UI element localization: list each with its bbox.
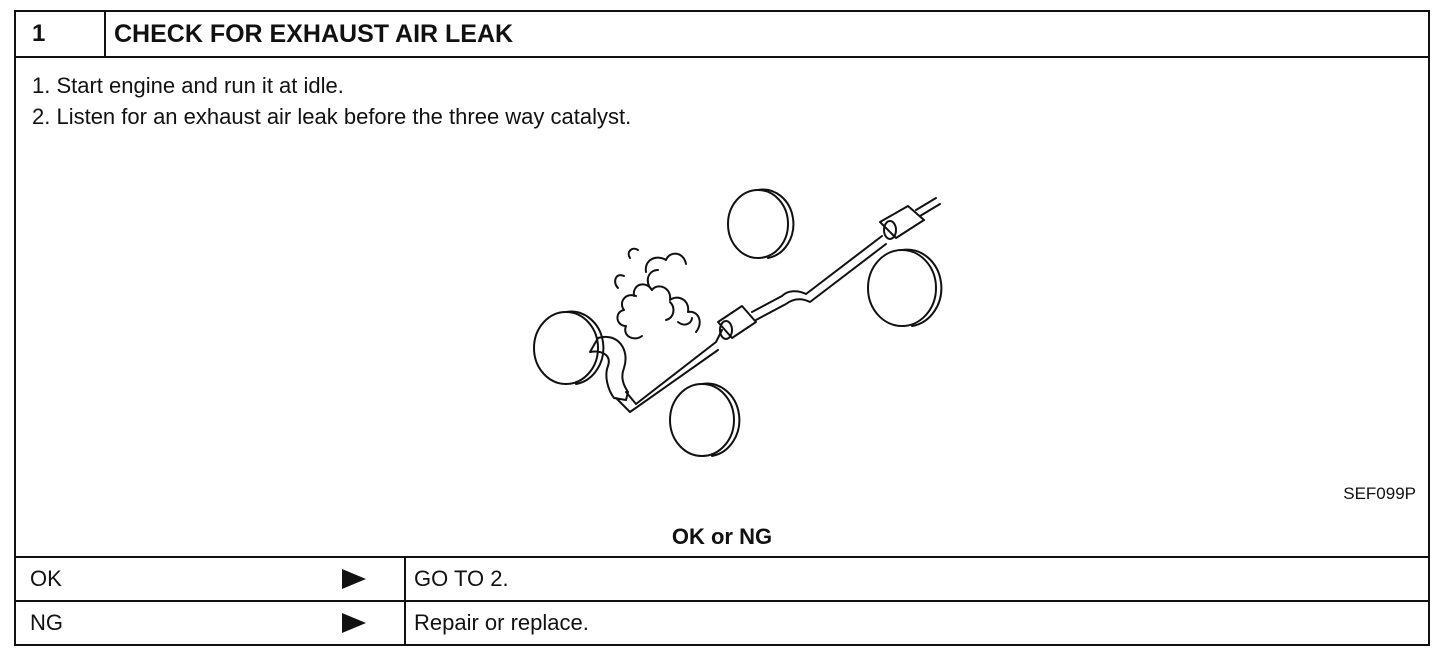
wheel-icon <box>727 188 795 259</box>
inspection-procedure-table: 1 CHECK FOR EXHAUST AIR LEAK 1. Start en… <box>14 10 1430 646</box>
column-divider <box>404 602 406 646</box>
smoke-cloud-icon <box>614 247 701 340</box>
step-number: 1 <box>16 12 106 56</box>
figure-code: SEF099P <box>1343 484 1416 503</box>
step-header: 1 CHECK FOR EXHAUST AIR LEAK <box>16 12 1428 58</box>
result-row-ng: NG Repair or replace. <box>16 600 1428 646</box>
exhaust-system-leak-icon <box>533 188 943 457</box>
arrow-right-icon <box>342 613 366 633</box>
wheel-icon <box>533 310 605 385</box>
result-condition: NG <box>30 610 63 635</box>
column-divider <box>404 558 406 602</box>
result-condition: OK <box>30 566 62 591</box>
result-row-ok: OK GO TO 2. <box>16 556 1428 602</box>
instruction-item: 1. Start engine and run it at idle. <box>32 73 344 98</box>
result-action: GO TO 2. <box>414 566 509 591</box>
result-action: Repair or replace. <box>414 610 589 635</box>
arrow-right-icon <box>342 569 366 589</box>
instruction-list: 1. Start engine and run it at idle. 2. L… <box>32 70 631 132</box>
instruction-item: 2. Listen for an exhaust air leak before… <box>32 104 632 129</box>
catalyst-icon <box>717 305 757 340</box>
step-title: CHECK FOR EXHAUST AIR LEAK <box>114 20 514 48</box>
wheel-icon <box>867 248 943 327</box>
result-heading: OK or NG <box>671 524 773 549</box>
muffler-icon <box>879 205 925 240</box>
wheel-icon <box>669 382 741 457</box>
